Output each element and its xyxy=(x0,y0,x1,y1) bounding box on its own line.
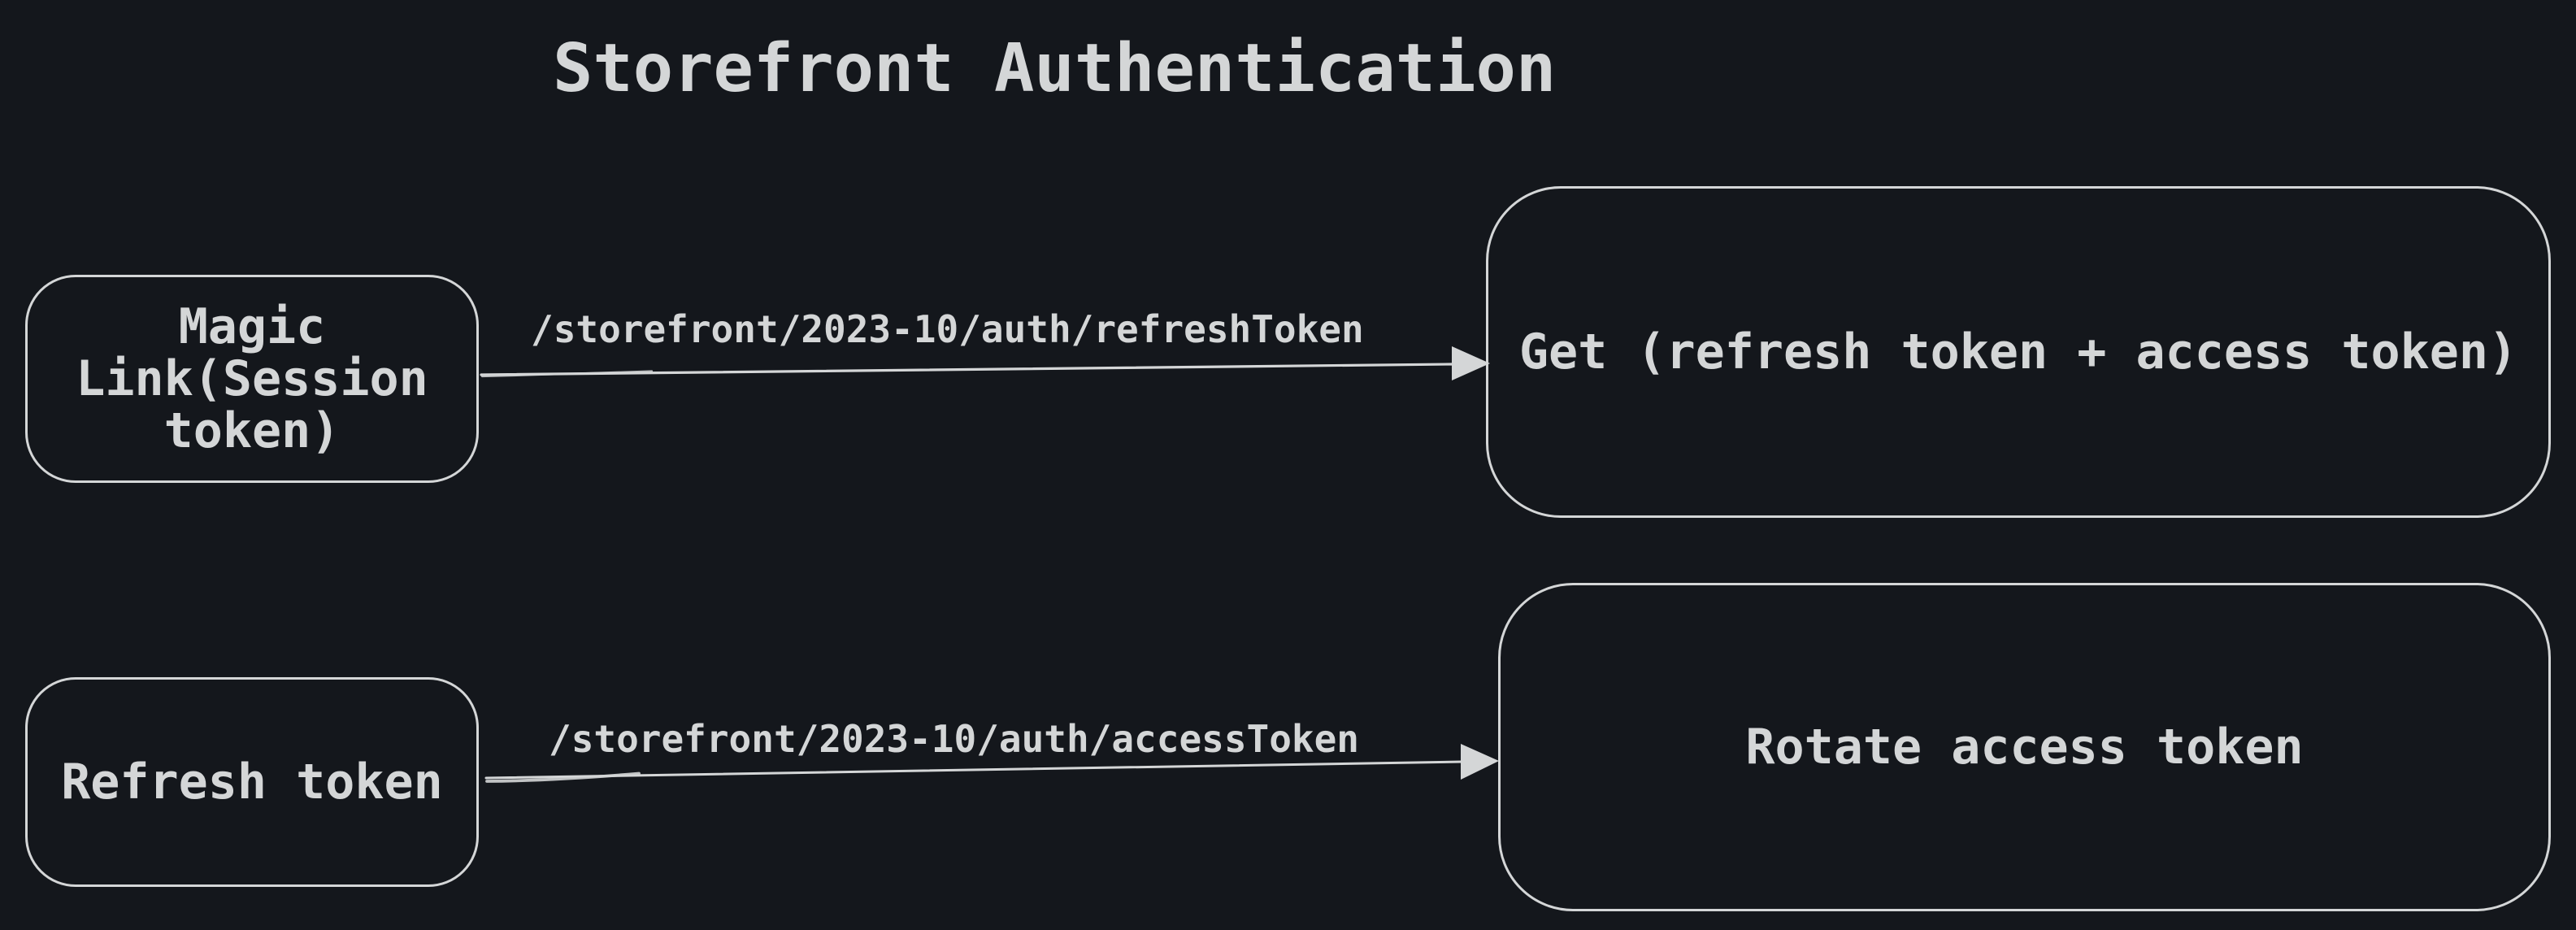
node-rotate-access-token: Rotate access token xyxy=(1498,583,2551,911)
diagram-title: Storefront Authentication xyxy=(553,30,1557,107)
arrow-line xyxy=(480,363,1453,376)
edge-label-refresh-token-endpoint: /storefront/2023-10/auth/refreshToken xyxy=(531,307,1364,351)
arrow-access-token xyxy=(484,744,1499,783)
arrow-sketch-stroke xyxy=(485,771,641,783)
arrow-head xyxy=(1461,744,1499,780)
node-label: Get (refresh token + access token) xyxy=(1518,323,2518,380)
node-magic-link: Magic Link(Session token) xyxy=(25,275,479,483)
arrow-refresh-token xyxy=(480,346,1490,380)
node-label: Rotate access token xyxy=(1745,718,2304,776)
node-label: Magic Link(Session token) xyxy=(76,298,428,460)
edge-label-access-token-endpoint: /storefront/2023-10/auth/accessToken xyxy=(549,717,1359,761)
node-refresh-token: Refresh token xyxy=(25,677,479,887)
node-get-tokens: Get (refresh token + access token) xyxy=(1486,186,2551,518)
node-label: Refresh token xyxy=(61,753,443,810)
arrow-sketch-stroke xyxy=(480,370,654,378)
arrow-line xyxy=(484,760,1464,780)
arrow-head xyxy=(1452,346,1490,380)
